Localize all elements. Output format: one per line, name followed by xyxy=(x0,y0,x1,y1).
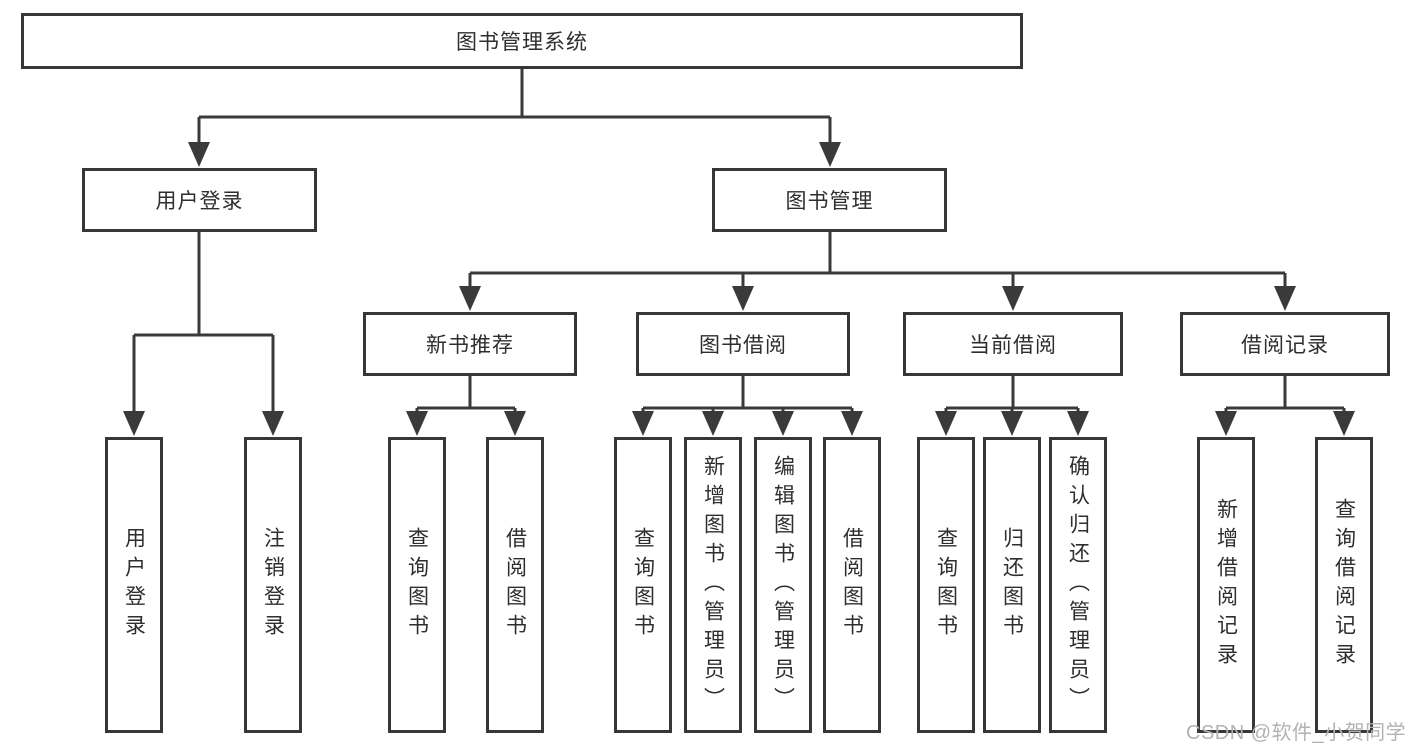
leaf-query-borrow-record-label: 查询借阅记录 xyxy=(1332,498,1356,672)
leaf-query-books-current-label: 查询图书 xyxy=(934,527,958,643)
node-borrow-records-label: 借阅记录 xyxy=(1241,334,1329,357)
leaf-edit-books-admin-label: 编辑图书（管理员） xyxy=(771,454,795,716)
arrowhead xyxy=(1274,286,1296,311)
arrowhead xyxy=(1333,411,1355,436)
arrowhead xyxy=(702,411,724,436)
arrowhead xyxy=(262,411,284,436)
node-borrow-records: 借阅记录 xyxy=(1180,312,1390,376)
leaf-logout-label: 注销登录 xyxy=(261,527,285,643)
arrowhead xyxy=(123,411,145,436)
leaf-borrow-books: 借阅图书 xyxy=(823,437,881,733)
leaf-confirm-return-admin-label: 确认归还（管理员） xyxy=(1066,454,1090,716)
arrowhead xyxy=(632,411,654,436)
csdn-watermark: CSDN @软件_小贺同学 xyxy=(1186,722,1405,744)
arrowhead xyxy=(819,142,841,167)
node-book-management: 图书管理 xyxy=(712,168,947,232)
leaf-user-login-label: 用户登录 xyxy=(122,527,146,643)
node-user-login: 用户登录 xyxy=(82,168,317,232)
leaf-borrow-books-recommend-label: 借阅图书 xyxy=(503,527,527,643)
leaf-query-books-recommend: 查询图书 xyxy=(388,437,446,733)
leaf-query-books-borrowing: 查询图书 xyxy=(614,437,672,733)
node-current-borrowing: 当前借阅 xyxy=(903,312,1123,376)
arrowhead xyxy=(1067,411,1089,436)
node-book-borrowing-label: 图书借阅 xyxy=(699,334,787,357)
arrowhead xyxy=(406,411,428,436)
leaf-query-books-recommend-label: 查询图书 xyxy=(405,527,429,643)
arrowhead xyxy=(732,286,754,311)
arrowhead xyxy=(772,411,794,436)
leaf-return-books: 归还图书 xyxy=(983,437,1041,733)
leaf-borrow-books-recommend: 借阅图书 xyxy=(486,437,544,733)
arrowhead xyxy=(1215,411,1237,436)
leaf-add-books-admin-label: 新增图书（管理员） xyxy=(701,454,725,716)
arrowhead xyxy=(459,286,481,311)
leaf-query-books-current: 查询图书 xyxy=(917,437,975,733)
node-book-borrowing: 图书借阅 xyxy=(636,312,850,376)
node-current-borrowing-label: 当前借阅 xyxy=(969,334,1057,357)
arrowhead xyxy=(841,411,863,436)
leaf-return-books-label: 归还图书 xyxy=(1000,527,1024,643)
arrowhead xyxy=(1001,411,1023,436)
node-root: 图书管理系统 xyxy=(21,13,1023,69)
leaf-add-borrow-record-label: 新增借阅记录 xyxy=(1214,498,1238,672)
leaf-add-books-admin: 新增图书（管理员） xyxy=(684,437,742,733)
leaf-edit-books-admin: 编辑图书（管理员） xyxy=(754,437,812,733)
arrowhead xyxy=(188,142,210,167)
node-root-label: 图书管理系统 xyxy=(456,31,588,54)
leaf-add-borrow-record: 新增借阅记录 xyxy=(1197,437,1255,733)
leaf-confirm-return-admin: 确认归还（管理员） xyxy=(1049,437,1107,733)
leaf-user-login: 用户登录 xyxy=(105,437,163,733)
node-user-login-label: 用户登录 xyxy=(155,190,244,213)
node-book-management-label: 图书管理 xyxy=(785,190,874,213)
leaf-logout: 注销登录 xyxy=(244,437,302,733)
arrowhead xyxy=(1002,286,1024,311)
leaf-query-borrow-record: 查询借阅记录 xyxy=(1315,437,1373,733)
node-new-book-recommend: 新书推荐 xyxy=(363,312,577,376)
node-new-book-recommend-label: 新书推荐 xyxy=(426,334,514,357)
leaf-query-books-borrowing-label: 查询图书 xyxy=(631,527,655,643)
arrowhead xyxy=(504,411,526,436)
arrowhead xyxy=(935,411,957,436)
leaf-borrow-books-label: 借阅图书 xyxy=(840,527,864,643)
